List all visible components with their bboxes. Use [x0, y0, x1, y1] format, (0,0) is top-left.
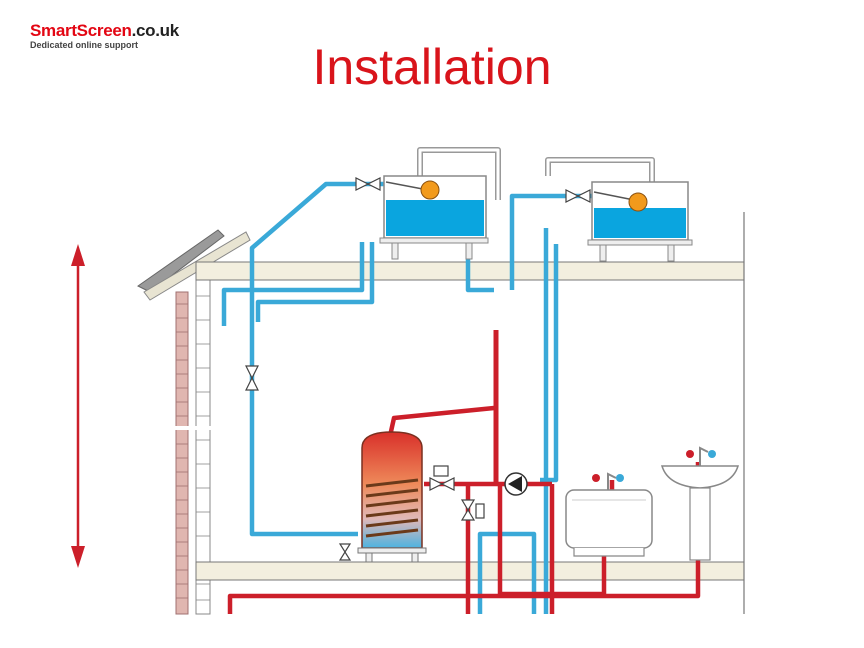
cistern-left	[379, 175, 489, 260]
hot-water-cylinder	[357, 431, 427, 563]
pump-icon	[504, 472, 528, 496]
cistern-right	[587, 181, 693, 262]
smartscreen-logo: SmartScreen.co.uk Dedicated online suppo…	[30, 22, 179, 50]
logo-brand: SmartScreen	[30, 21, 132, 40]
double-headed-arrow-icon	[71, 244, 85, 568]
bath	[565, 489, 653, 557]
valve-icon	[565, 189, 591, 203]
basin	[660, 465, 740, 561]
valve-icon	[245, 365, 259, 391]
valve-icon	[429, 465, 455, 491]
tap-icon	[686, 446, 716, 466]
brick-wall	[172, 279, 214, 615]
valve-icon	[355, 177, 381, 191]
tap-icon	[592, 472, 624, 490]
valve-icon	[338, 543, 352, 561]
valve-icon	[460, 499, 485, 521]
logo-suffix: .co.uk	[131, 21, 180, 40]
ball-float-icon	[628, 192, 648, 212]
ball-float-icon	[420, 180, 440, 200]
page-title: Installation	[312, 39, 552, 95]
logo-tagline: Dedicated online support	[30, 40, 139, 50]
